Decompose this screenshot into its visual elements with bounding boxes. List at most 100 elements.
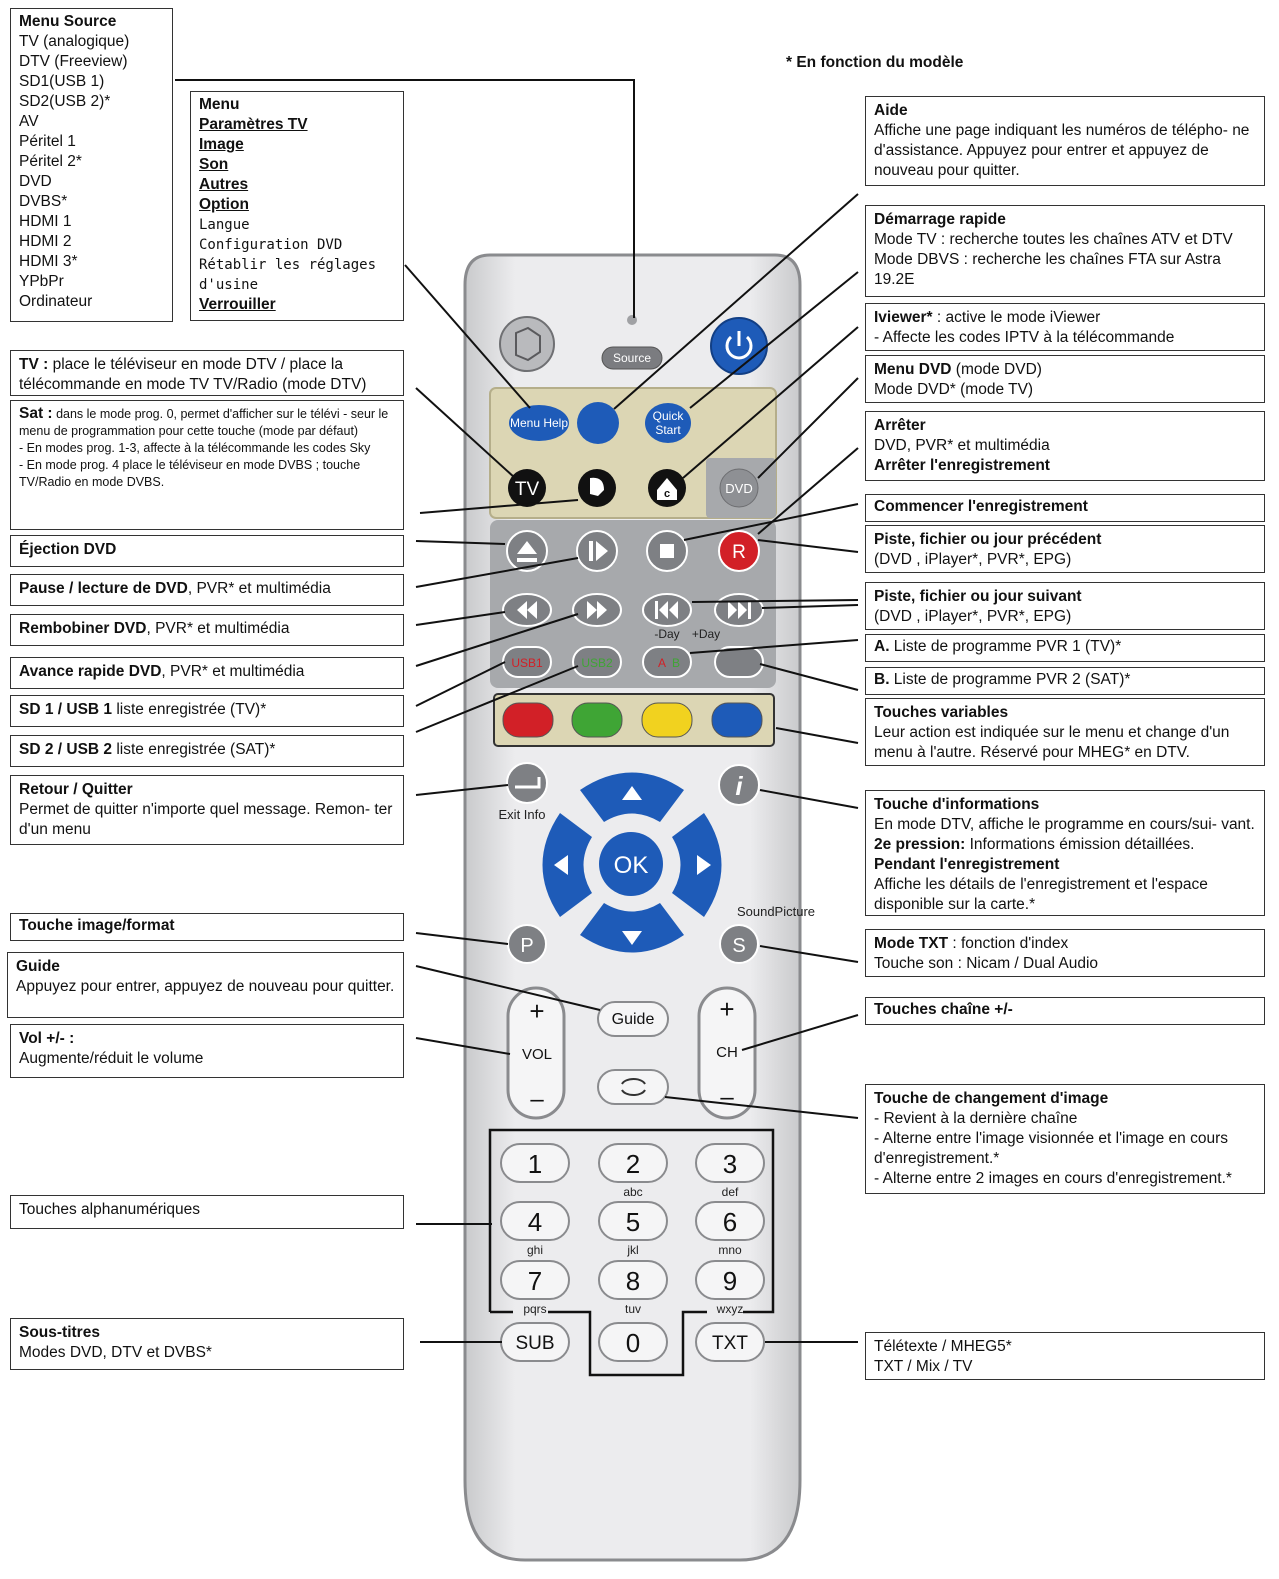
home-icon [657,478,677,500]
key-8[interactable] [598,1260,668,1300]
key-3-label: 3 [723,1149,737,1179]
mute-button[interactable] [499,316,555,372]
quick-box: Démarrage rapide Mode TV : recherche tou… [865,205,1265,297]
guide-button[interactable] [597,1001,669,1037]
sound-button[interactable] [719,924,759,964]
prev-box: Piste, fichier ou jour précédent (DVD , … [865,525,1265,573]
key-1[interactable] [500,1143,570,1183]
sd2-title: SD 2 / USB 2 [19,741,113,758]
source-led [627,315,637,325]
menu-item-bold: Son [199,156,229,173]
down-icon [622,931,642,945]
ch-minus-label: – [720,1084,734,1111]
next-text: (DVD , iPlayer*, PVR*, EPG) [874,608,1072,625]
mute-icon [515,326,541,362]
info-text-1c: Informations émission détaillées. [965,836,1195,853]
source-item: AV [19,113,39,130]
source-button[interactable] [601,346,663,370]
key-5[interactable] [598,1201,668,1241]
key-2[interactable] [598,1143,668,1183]
a-title: A. [874,638,890,655]
usb2-button[interactable] [572,646,622,678]
swap-text-1: - Revient à la dernière chaîne [874,1110,1078,1127]
menu-item: Langue [199,217,250,233]
transport-panel [490,520,776,688]
red-key[interactable] [502,702,554,738]
help-button[interactable] [577,402,619,444]
b-button[interactable] [714,646,764,678]
play-pause-icon [589,541,608,561]
tv-button[interactable] [508,469,546,507]
menu-help-button[interactable] [509,405,569,441]
picture-box: Touche image/format [10,913,404,941]
txt-mode-text-1: : fonction d'index [948,935,1069,952]
ch-plus-label: + [719,994,734,1024]
key-0-label: 0 [626,1328,640,1358]
key-0[interactable] [598,1322,668,1362]
sd1-text: liste enregistrée (TV)* [112,701,267,718]
key-9[interactable] [695,1260,765,1300]
key-6-label: 6 [723,1207,737,1237]
exit-button[interactable] [506,762,548,804]
txt-button[interactable] [695,1322,765,1362]
picture-title: Touche image/format [19,917,175,934]
ch-label: CH [716,1044,738,1061]
a-button[interactable] [642,646,692,678]
teletext-text-1: Télétexte / MHEG5* [874,1338,1012,1355]
guide-label: Guide [612,1011,655,1028]
down-button[interactable] [580,903,684,953]
txt-mode-box: Mode TXT : fonction d'index Touche son :… [865,929,1265,977]
p-label: P [520,935,533,957]
quick-start-label-1: Quick [653,409,685,423]
iviewer-text-2: - Affecte les codes IPTV à la télécomman… [874,329,1175,346]
left-icon [554,855,568,875]
tv-label: TV [515,479,540,500]
key-4[interactable] [500,1201,570,1241]
back-icon [515,777,541,789]
eject-title: Éjection DVD [19,541,117,558]
green-key[interactable] [571,702,623,738]
a-box: A. Liste de programme PVR 1 (TV)* [865,634,1265,662]
key-9-label: 9 [723,1266,737,1296]
color-key-panel [493,693,775,747]
key-8-letters: tuv [625,1302,641,1316]
yellow-key[interactable] [641,702,693,738]
key-7[interactable] [500,1260,570,1300]
variable-box: Touches variables Leur action est indiqu… [865,698,1265,766]
channel-box: Touches chaîne +/- [865,997,1265,1025]
ff-box: Avance rapide DVD, PVR* et multimédia [10,657,404,689]
info-title-2: Pendant l'enregistrement [874,856,1060,873]
txt-mode-title: Mode TXT [874,935,949,952]
source-item: SD1(USB 1) [19,73,105,90]
next-box: Piste, fichier ou jour suivant (DVD , iP… [865,582,1265,630]
source-menu-list: TV (analogique)DTV (Freeview)SD1(USB 1)S… [19,32,164,312]
day-plus-label: +Day [692,627,720,641]
right-icon [697,855,711,875]
blue-key[interactable] [711,702,763,738]
stop-title: Arrêter [874,417,926,434]
previous-icon [655,601,678,619]
right-button[interactable] [672,813,722,917]
swap-icon [621,1078,646,1096]
record-title: Commencer l'enregistrement [874,498,1088,515]
sat-icon [590,477,604,496]
key-6[interactable] [695,1201,765,1241]
swap-button[interactable] [597,1069,669,1105]
info-button[interactable] [718,764,760,806]
key-7-letters: pqrs [523,1302,546,1316]
quick-start-button[interactable] [645,403,691,443]
vol-text: Augmente/réduit le volume [19,1050,204,1067]
key-5-letters: jkl [626,1243,638,1257]
b-text: Liste de programme PVR 2 (SAT)* [889,671,1131,688]
sat-text-3: - En mode prog. 4 place le téléviseur en… [19,458,361,489]
dvd-button[interactable] [719,468,759,508]
key-3[interactable] [695,1143,765,1183]
info-text-1b: 2e pression: [874,836,966,853]
record-button[interactable] [718,530,760,572]
txt-label: TXT [712,1333,748,1354]
quick-start-label-2: Start [655,423,681,437]
ch-rocker[interactable] [697,986,757,1120]
ok-button[interactable] [599,832,663,896]
